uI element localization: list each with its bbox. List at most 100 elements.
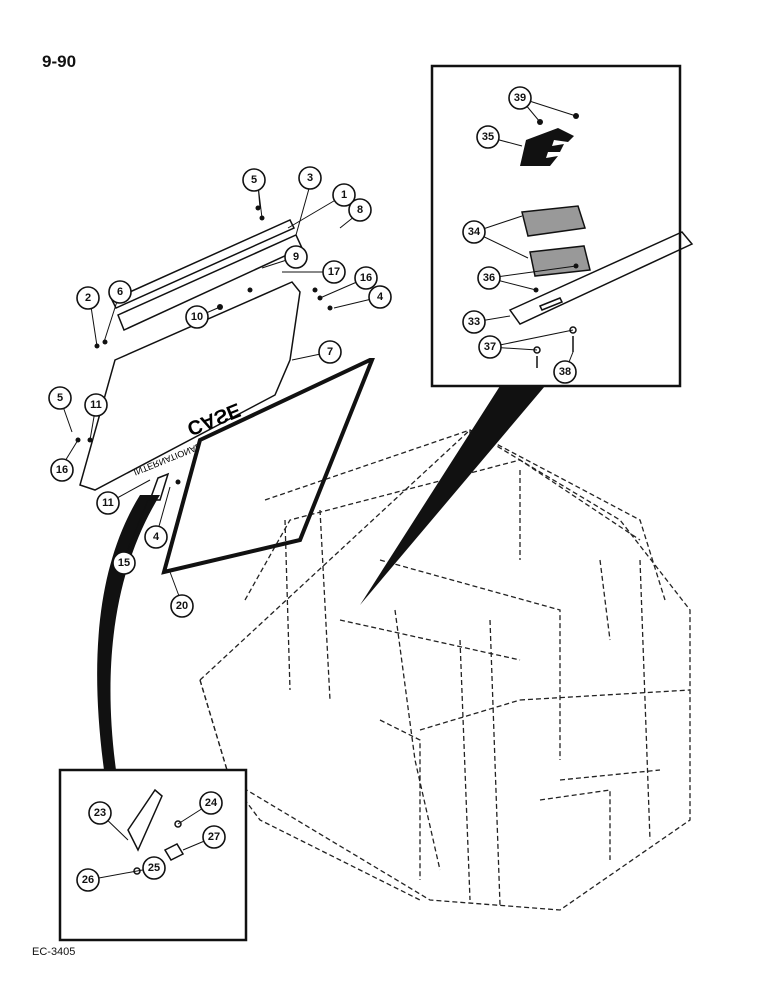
callout-label: 24 — [205, 797, 218, 809]
callout-circle — [284, 245, 308, 269]
cab-outline — [199, 429, 691, 911]
page-number: 9-90 — [42, 52, 77, 71]
callout-c34: 34 — [462, 220, 486, 244]
callout-circle — [48, 386, 72, 410]
callout-circle — [322, 260, 346, 284]
callout-c26: 26 — [76, 868, 100, 892]
callout-circle — [368, 285, 392, 309]
callout-c10: 10 — [185, 305, 209, 329]
callout-label: 8 — [357, 204, 363, 216]
callout-label: 1 — [341, 189, 347, 201]
callout-c20: 20 — [170, 594, 194, 618]
callout-circle — [477, 266, 501, 290]
callout-circle — [142, 856, 166, 880]
callout-label: 26 — [82, 874, 94, 886]
callout-label: 23 — [94, 807, 106, 819]
callout-c16a: 16 — [354, 266, 378, 290]
callout-bubbles: 1234455678910111115161617202324252627333… — [48, 86, 577, 892]
callout-label: 38 — [559, 366, 571, 378]
callout-label: 6 — [117, 286, 123, 298]
callout-label: 34 — [468, 226, 481, 238]
callout-circle — [462, 220, 486, 244]
callout-label: 27 — [208, 831, 220, 843]
callout-circle — [84, 393, 108, 417]
callout-c17: 17 — [322, 260, 346, 284]
callout-circle — [199, 791, 223, 815]
callout-c11a: 11 — [84, 393, 108, 417]
callout-circle — [462, 310, 486, 334]
callout-label: 10 — [191, 311, 203, 323]
callout-c11b: 11 — [96, 491, 120, 515]
callout-c8: 8 — [348, 198, 372, 222]
callout-c37: 37 — [478, 335, 502, 359]
callout-c5a: 5 — [242, 168, 266, 192]
callout-c36: 36 — [477, 266, 501, 290]
callout-label: 7 — [327, 346, 333, 358]
callout-c4b: 4 — [144, 525, 168, 549]
callout-circle — [508, 86, 532, 110]
callout-label: 39 — [514, 92, 526, 104]
callout-circle — [185, 305, 209, 329]
callout-label: 4 — [153, 531, 160, 543]
callout-label: 16 — [56, 464, 68, 476]
callout-c27: 27 — [202, 825, 226, 849]
callout-circle — [170, 594, 194, 618]
callout-c3: 3 — [298, 166, 322, 190]
callout-c4a: 4 — [368, 285, 392, 309]
callout-circle — [50, 458, 74, 482]
callout-c1: 1 — [332, 183, 356, 207]
callout-c9: 9 — [284, 245, 308, 269]
callout-label: 2 — [85, 292, 91, 304]
drawing-code: EC-3405 — [32, 946, 76, 958]
callout-circle — [298, 166, 322, 190]
callout-label: 15 — [118, 557, 130, 569]
callout-c7: 7 — [318, 340, 342, 364]
callout-circle — [112, 551, 136, 575]
callout-label: 9 — [293, 251, 299, 263]
callout-label: 20 — [176, 600, 188, 612]
window-assembly: CASE INTERNATIONAL — [75, 205, 375, 575]
callout-label: 17 — [328, 266, 340, 278]
callout-c23: 23 — [88, 801, 112, 825]
callout-circle — [318, 340, 342, 364]
callout-label: 5 — [57, 392, 63, 404]
callout-circle — [348, 198, 372, 222]
callout-label: 3 — [307, 172, 313, 184]
callout-circle — [108, 280, 132, 304]
callout-c24: 24 — [199, 791, 223, 815]
callout-c5b: 5 — [48, 386, 72, 410]
callout-circle — [553, 360, 577, 384]
callout-label: 36 — [483, 272, 495, 284]
callout-c39: 39 — [508, 86, 532, 110]
callout-c35: 35 — [476, 125, 500, 149]
callout-c15: 15 — [112, 551, 136, 575]
callout-circle — [478, 335, 502, 359]
roof-hatch-inset — [360, 64, 694, 605]
callout-label: 4 — [377, 291, 384, 303]
callout-circle — [332, 183, 356, 207]
callout-c38: 38 — [553, 360, 577, 384]
callout-label: 11 — [90, 399, 102, 411]
callout-circle — [76, 868, 100, 892]
callout-circle — [96, 491, 120, 515]
callout-label: 35 — [482, 131, 494, 143]
callout-c25: 25 — [142, 856, 166, 880]
callout-circle — [88, 801, 112, 825]
callout-c33: 33 — [462, 310, 486, 334]
callout-circle — [76, 286, 100, 310]
callout-circle — [202, 825, 226, 849]
callout-c2: 2 — [76, 286, 100, 310]
callout-c6: 6 — [108, 280, 132, 304]
callout-label: 5 — [251, 174, 257, 186]
callout-label: 25 — [148, 862, 160, 874]
callout-label: 33 — [468, 316, 480, 328]
callout-label: 11 — [102, 497, 114, 509]
callout-circle — [144, 525, 168, 549]
callout-c16b: 16 — [50, 458, 74, 482]
callout-label: 16 — [360, 272, 372, 284]
callout-circle — [242, 168, 266, 192]
callout-label: 37 — [484, 341, 496, 353]
callout-circle — [476, 125, 500, 149]
callout-circle — [354, 266, 378, 290]
